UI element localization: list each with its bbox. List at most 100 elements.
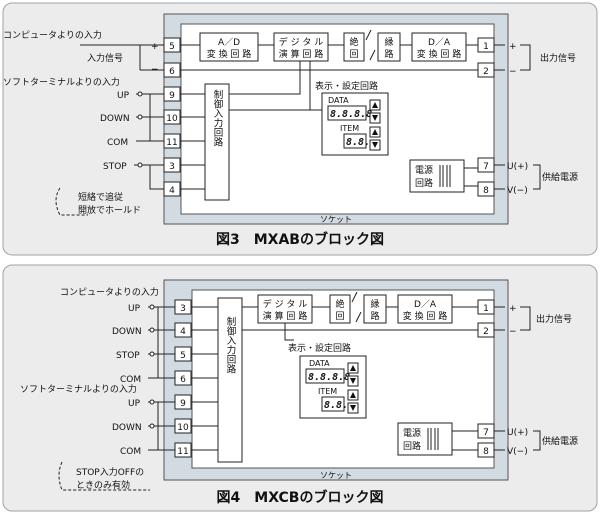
terminal-label-com: COM (107, 138, 128, 148)
display-title: 表示・設定回路 (315, 80, 378, 92)
up-arrow-icon (350, 365, 356, 371)
da-title: D／A (414, 299, 437, 310)
socket-label: ソケット (320, 215, 352, 224)
power-v-label: V(−) (507, 186, 528, 196)
up-arrow-icon (350, 392, 356, 398)
power-label: 電源 (403, 428, 421, 439)
note-follow: 短絡で追従 (78, 191, 123, 203)
power-lines (452, 430, 478, 451)
terminal-number: 5 (180, 351, 186, 361)
figure-4: ソケット コンピュータよりの入力 ソフトターミナルよりの入力 3 4 5 6 9… (2, 264, 598, 512)
terminal-number: 9 (169, 91, 175, 101)
note-bracket (55, 187, 88, 216)
digital-title: デ ジ タ ル (263, 298, 308, 310)
terminal-label-down: DOWN (100, 114, 130, 124)
switch-wires (148, 306, 175, 451)
terminal-label-com: COM (120, 375, 141, 385)
input-signal-label: 入力信号 (87, 52, 123, 64)
digital-title: デ ジ タ ル (279, 36, 324, 48)
terminal-number: 11 (177, 447, 188, 457)
output-minus: − (509, 67, 517, 77)
switch-contact (149, 351, 155, 357)
terminal-number: 2 (483, 67, 489, 77)
power-bracket (533, 164, 541, 190)
item-display (321, 396, 345, 412)
data-display (305, 368, 345, 384)
power-u-label: U(+) (507, 162, 528, 172)
output-bracket (520, 306, 531, 331)
power-lines (464, 167, 478, 187)
signal-lines (180, 44, 478, 71)
display-title: 表示・設定回路 (288, 342, 351, 354)
terminal-number: 5 (169, 42, 175, 52)
power-circuit-block (397, 422, 453, 456)
figure-3: ソケット コンピュータよりの入力 入力信号 + − ソフトターミナルよりの入力 … (2, 2, 598, 256)
digital-compute-block (273, 32, 329, 62)
down-arrow-icon (372, 142, 378, 148)
digital-to-display (284, 323, 294, 341)
item-digits: 8.8. (324, 400, 348, 411)
terminal-number: 6 (180, 375, 186, 385)
switch-contact (137, 114, 143, 120)
output-minus: − (509, 327, 517, 337)
down-arrow-icon (350, 405, 356, 411)
display-item-label: ITEM (318, 387, 337, 396)
power-label: 回路 (403, 440, 421, 452)
switch-contact (149, 423, 155, 429)
down-arrow-icon (350, 378, 356, 384)
terminal-label-up: UP (117, 91, 130, 101)
switch-contact (149, 304, 155, 310)
terminal-number: 1 (483, 42, 489, 52)
power-label: 回路 (415, 177, 433, 189)
block-links (242, 306, 478, 331)
power-bracket (533, 430, 541, 451)
isolation-break (351, 291, 362, 323)
terminal-label-stop: STOP (116, 351, 140, 361)
control-label: 制御入力回路 (212, 89, 224, 148)
note-hold: 開放でホールド (78, 204, 141, 216)
isolation-char: 路 (370, 310, 379, 322)
control-label: 制御入力回路 (225, 316, 237, 375)
terminal-number: 1 (483, 304, 489, 314)
terminal-number: 4 (180, 327, 186, 337)
stop-contact (137, 162, 143, 168)
output-plus: + (509, 304, 517, 314)
ad-converter-block (199, 32, 259, 62)
digital-subtitle: 演 算 回 路 (279, 48, 324, 60)
output-plus: + (509, 42, 517, 52)
transformer-icon (439, 165, 451, 187)
up-arrow-icon (372, 102, 378, 108)
terminal-label-down: DOWN (112, 327, 142, 337)
item-display (343, 133, 367, 149)
digital-subtitle: 演 算 回 路 (263, 310, 308, 322)
terminal-number: 10 (166, 114, 178, 124)
caption-fig3: 図3 MXABのブロック図 (216, 231, 384, 248)
data-digits: 8.8.8.8. (330, 109, 378, 120)
isolation-char: 路 (384, 48, 393, 60)
power-stubs (494, 430, 505, 451)
terminal-label-com: COM (120, 447, 141, 457)
ad-title: A／D (218, 37, 240, 48)
terminal-number: 7 (483, 428, 489, 438)
control-inputs (191, 306, 218, 451)
soft-terminal-label: ソフトターミナルよりの入力 (20, 383, 137, 395)
plus-sign: + (151, 42, 159, 52)
terminal-label-up: UP (128, 399, 141, 409)
output-stubs (494, 306, 505, 331)
digital-compute-block (257, 294, 313, 324)
isolation-char: 回 (349, 49, 358, 60)
display-data-label: DATA (328, 96, 349, 105)
isolation-block-1 (329, 294, 351, 324)
terminal-number: 6 (169, 67, 175, 77)
switch-bus (149, 94, 156, 141)
note-bracket (58, 461, 150, 491)
isolation-char: 縁 (384, 36, 393, 48)
switch-contact (149, 399, 155, 405)
isolation-char: 縁 (370, 298, 379, 310)
transformer-icon (427, 428, 439, 450)
data-display (327, 105, 367, 121)
da-title: D／A (428, 37, 451, 48)
isolation-char: 回 (335, 311, 344, 322)
ad-subtitle: 変 換 回 路 (207, 48, 252, 60)
terminal-number: 2 (483, 327, 489, 337)
